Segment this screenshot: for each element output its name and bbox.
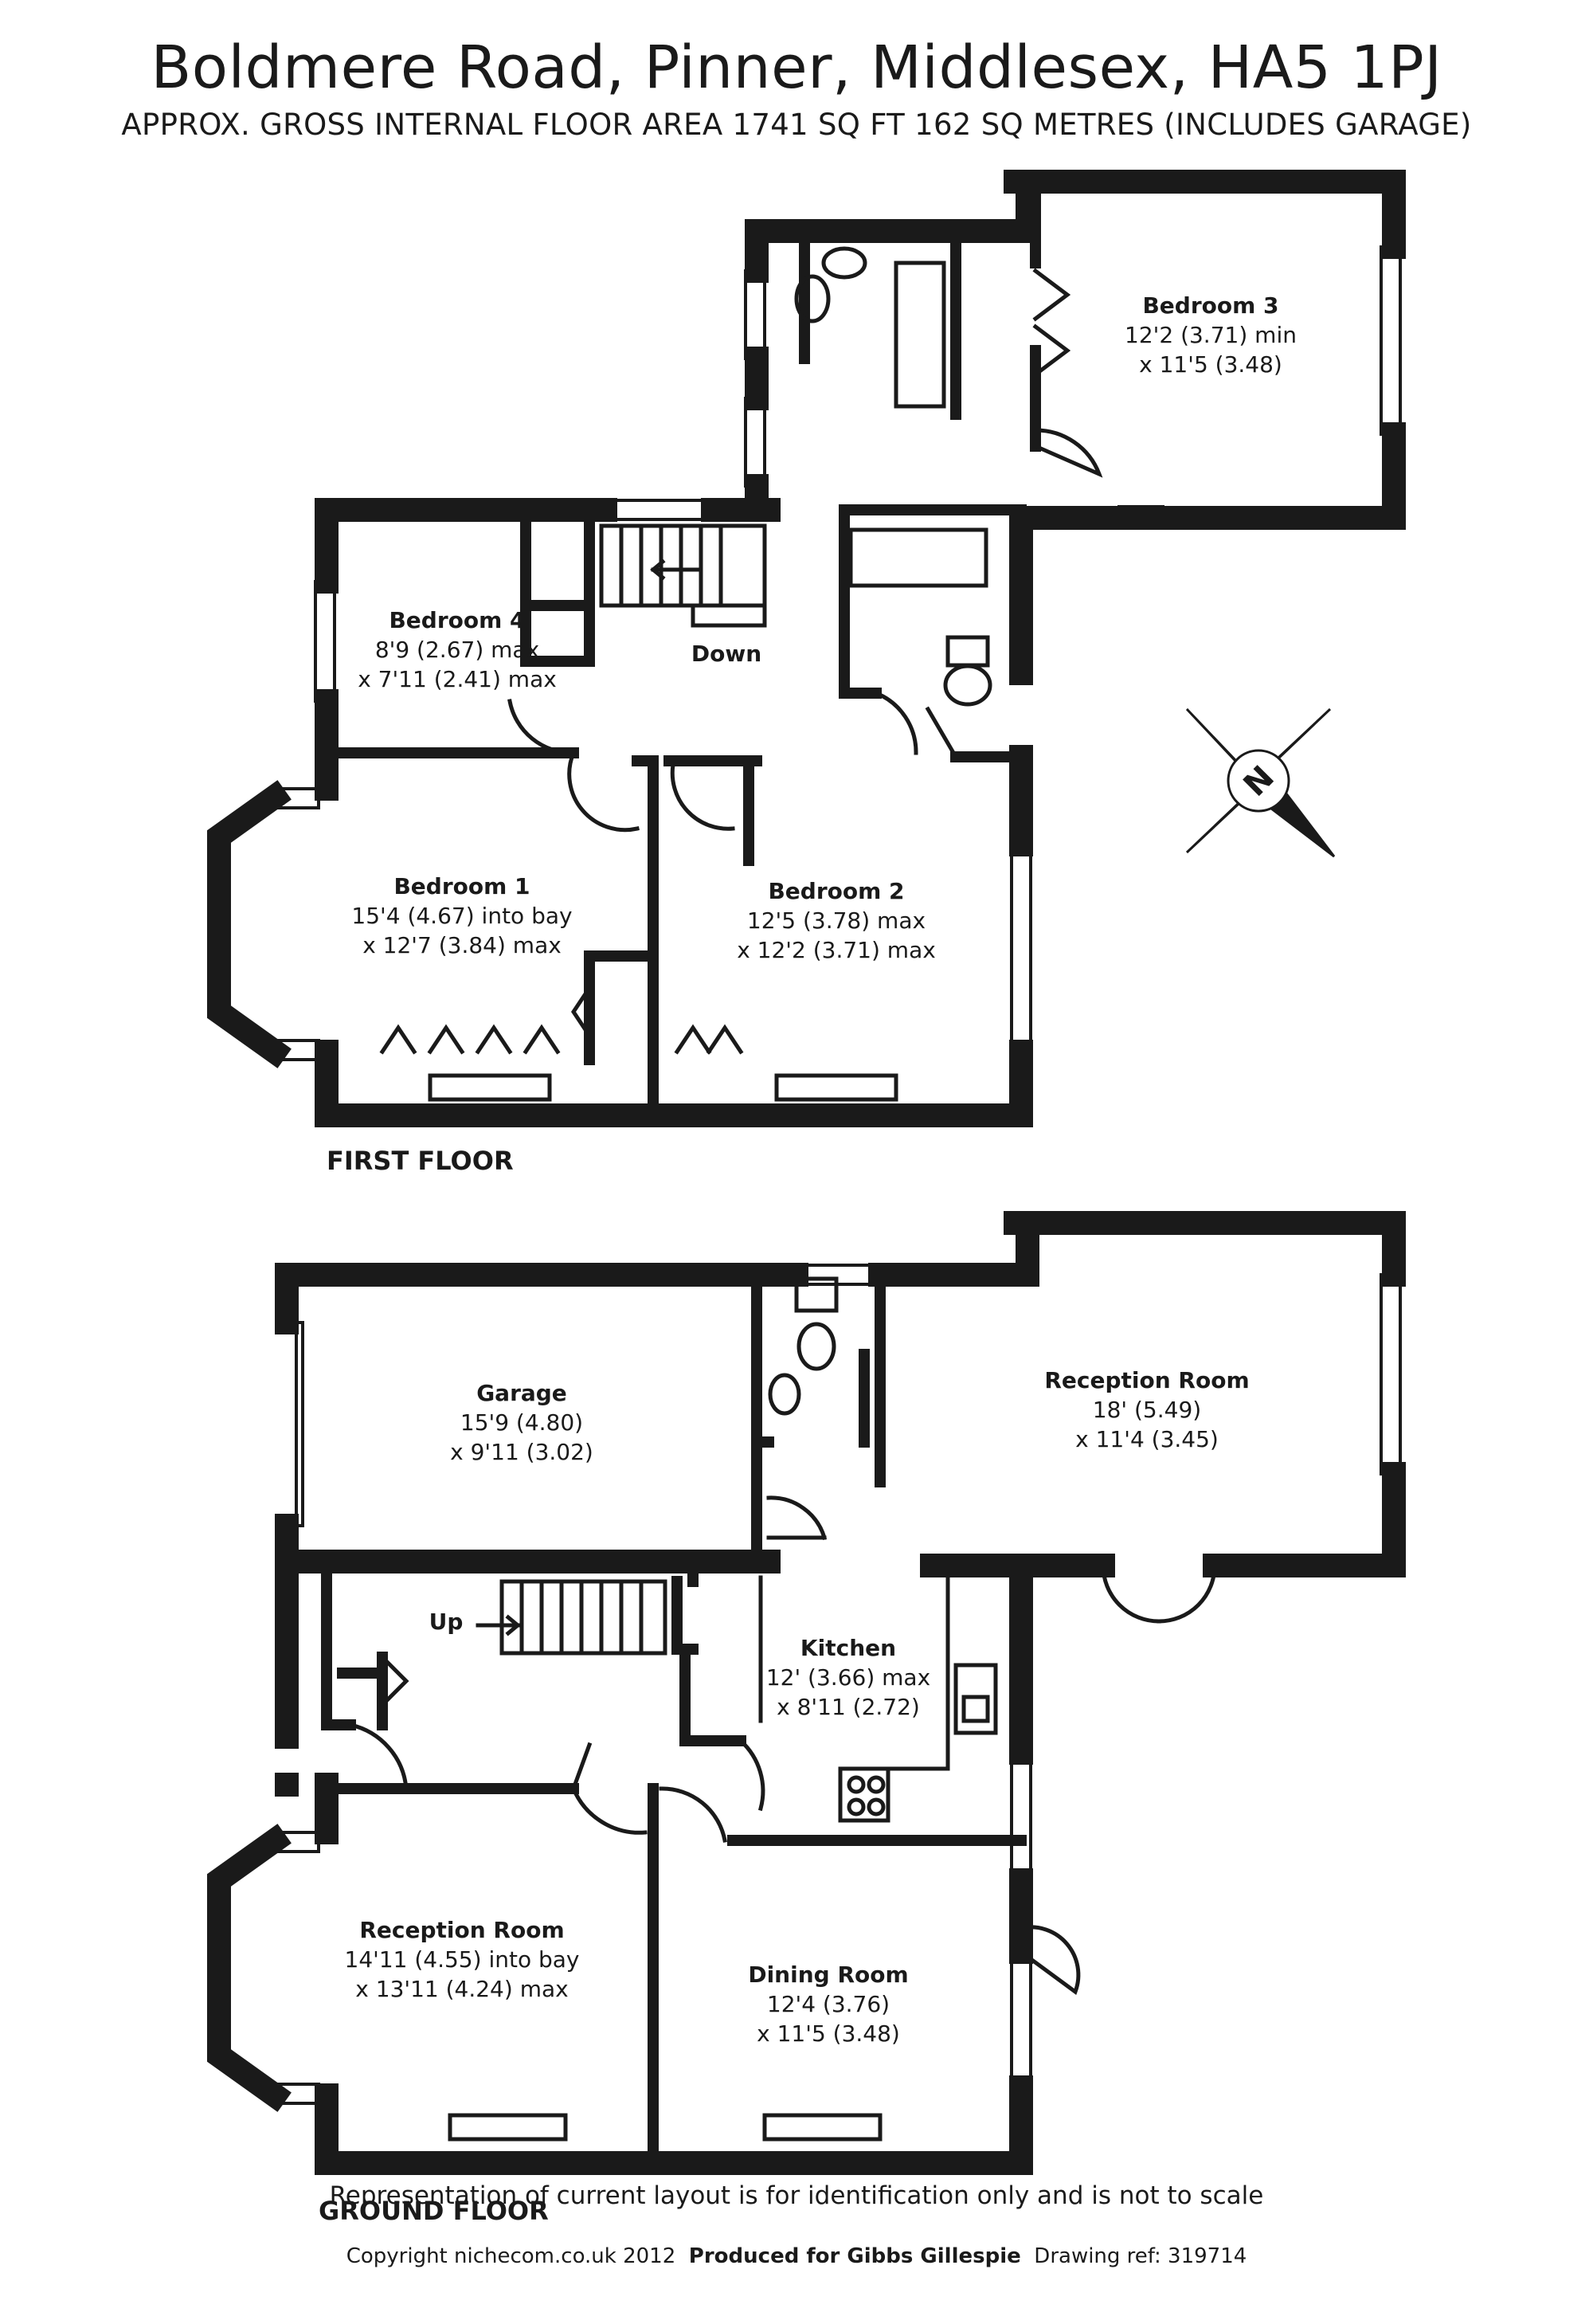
ground-floor-plan: Garage 15'9 (4.80) x 9'11 (3.02) Recepti…	[207, 1211, 1406, 2226]
room-dim-bedroom-1-1: 15'4 (4.67) into bay	[351, 903, 572, 929]
room-dim-dining-1: 12'4 (3.76)	[767, 1991, 890, 2017]
room-name-reception-rear: Reception Room	[1044, 1367, 1249, 1393]
room-dim-garage-2: x 9'11 (3.02)	[450, 1439, 593, 1465]
produced-for-text: Produced for Gibbs Gillespie	[688, 2244, 1021, 2268]
room-name-kitchen: Kitchen	[800, 1635, 896, 1661]
room-dim-reception-front-2: x 13'11 (4.24) max	[355, 1976, 568, 2002]
first-floor-interior-walls	[329, 178, 1041, 1121]
room-dim-reception-rear-2: x 11'4 (3.45)	[1075, 1426, 1219, 1452]
room-name-dining: Dining Room	[748, 1961, 908, 1988]
room-dim-bedroom-2-2: x 12'2 (3.71) max	[737, 937, 936, 963]
drawing-ref-text: Drawing ref: 319714	[1034, 2244, 1247, 2268]
ground-floor-interior-walls	[321, 1269, 1027, 2169]
room-name-bedroom-3: Bedroom 3	[1142, 292, 1278, 319]
room-dim-reception-rear-1: 18' (5.49)	[1093, 1397, 1201, 1423]
floor-area-subtitle: APPROX. GROSS INTERNAL FLOOR AREA 1741 S…	[121, 108, 1472, 142]
room-dim-kitchen-2: x 8'11 (2.72)	[777, 1694, 920, 1720]
room-dim-kitchen-1: 12' (3.66) max	[766, 1664, 930, 1691]
room-dim-bedroom-1-2: x 12'7 (3.84) max	[362, 932, 562, 958]
first-floor-bay-windows	[207, 245, 1402, 1061]
disclaimer-text: Representation of current layout is for …	[329, 2181, 1264, 2210]
first-floor-label: FIRST FLOOR	[327, 1146, 514, 1176]
credits-line: Copyright nichecom.co.uk 2012 Produced f…	[0, 2244, 1593, 2268]
room-name-garage: Garage	[476, 1380, 567, 1406]
room-dim-bedroom-3-1: 12'2 (3.71) min	[1125, 322, 1297, 348]
room-dim-dining-2: x 11'5 (3.48)	[757, 2020, 900, 2047]
first-floor-outer-walls	[207, 170, 1406, 1127]
room-dim-bedroom-4-2: x 7'11 (2.41) max	[358, 666, 557, 692]
room-name-reception-front: Reception Room	[359, 1917, 564, 1943]
copyright-text: Copyright nichecom.co.uk 2012	[346, 2244, 676, 2268]
first-floor-fixtures	[379, 246, 1103, 1102]
stairs-down-label: Down	[691, 641, 761, 667]
room-name-bedroom-1: Bedroom 1	[393, 873, 530, 899]
room-dim-bedroom-4-1: 8'9 (2.67) max	[375, 637, 539, 663]
compass-icon: N	[1185, 707, 1336, 858]
room-name-bedroom-2: Bedroom 2	[768, 878, 904, 904]
room-dim-garage-1: 15'9 (4.80)	[460, 1409, 583, 1436]
room-dim-reception-front-1: 14'11 (4.55) into bay	[345, 1946, 580, 1973]
room-name-bedroom-4: Bedroom 4	[389, 607, 525, 633]
first-floor-plan: Bedroom 3 12'2 (3.71) min x 11'5 (3.48) …	[207, 170, 1406, 1176]
plan-title: Boldmere Road, Pinner, Middlesex, HA5 1P…	[151, 33, 1442, 102]
room-dim-bedroom-3-2: x 11'5 (3.48)	[1139, 351, 1282, 378]
ground-floor-fixtures	[348, 1276, 1217, 2142]
stairs-up-label: Up	[429, 1609, 464, 1635]
ground-floor-label: GROUND FLOOR	[319, 2196, 549, 2226]
room-dim-bedroom-2-1: 12'5 (3.78) max	[747, 907, 926, 934]
